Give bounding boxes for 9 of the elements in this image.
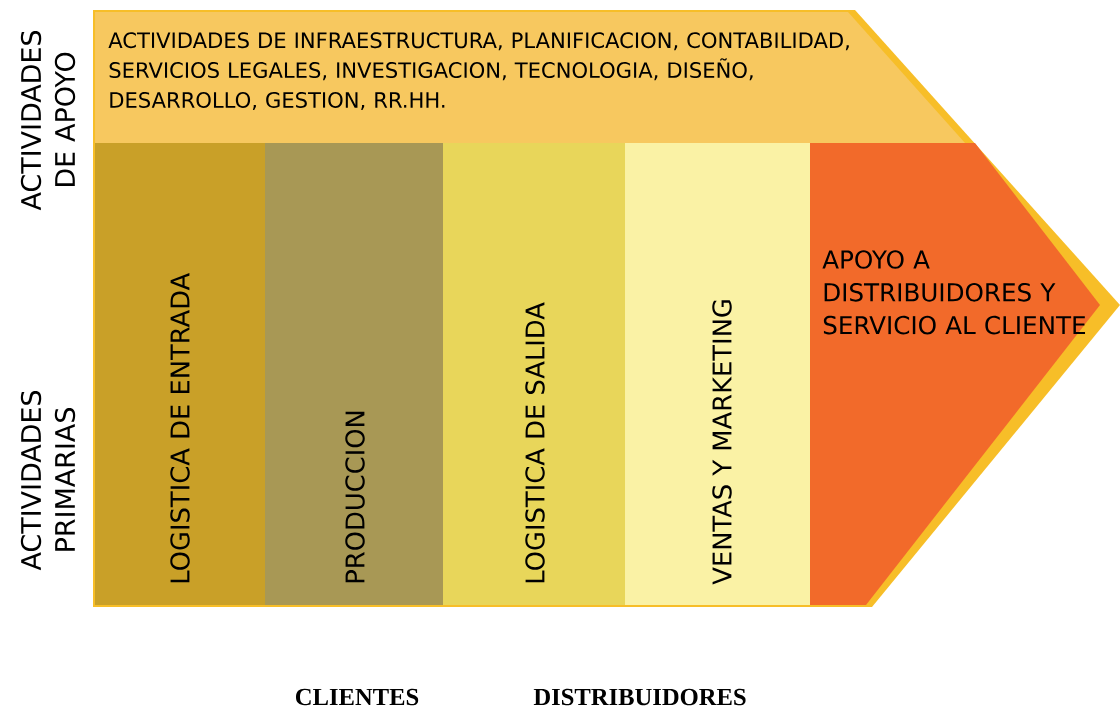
activity-column: LOGISTICA DE ENTRADA bbox=[95, 143, 265, 605]
activity-column: VENTAS Y MARKETING bbox=[625, 143, 810, 605]
activity-column: APOYO A DISTRIBUIDORES Y SERVICIO AL CLIENTE bbox=[810, 143, 1100, 605]
side-label: ACTIVIDADES DE APOYO bbox=[20, 30, 76, 211]
bottom-label: CLIENTES bbox=[296, 688, 419, 706]
activity-column: LOGISTICA DE SALIDA bbox=[443, 143, 625, 605]
bottom-label: DISTRIBUIDORES bbox=[533, 688, 746, 706]
support-band: ACTIVIDADES DE INFRAESTRUCTURA, PLANIFICACION, CONTABILIDAD, SERVICIOS LEGALES, INVESTIGACION, TECNOLOGIA, DISEÑO, DESARROLLO, GESTION, RR.HH. bbox=[95, 12, 965, 143]
activity-column: PRODUCCION bbox=[265, 143, 443, 605]
